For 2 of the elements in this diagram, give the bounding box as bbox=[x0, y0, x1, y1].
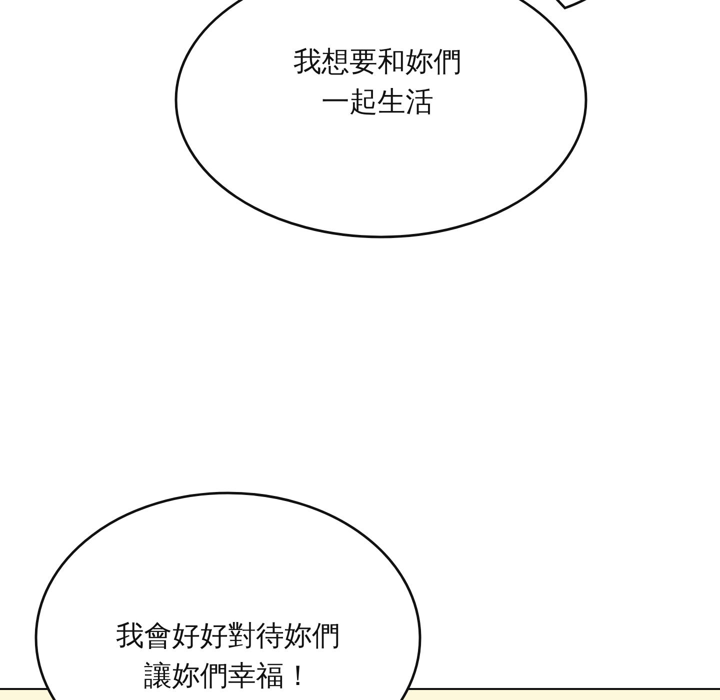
speech-text: 我會好好對待妳們讓妳們幸福！ bbox=[115, 618, 341, 694]
speech-text: 我想要和妳們一起生活 bbox=[292, 44, 462, 120]
